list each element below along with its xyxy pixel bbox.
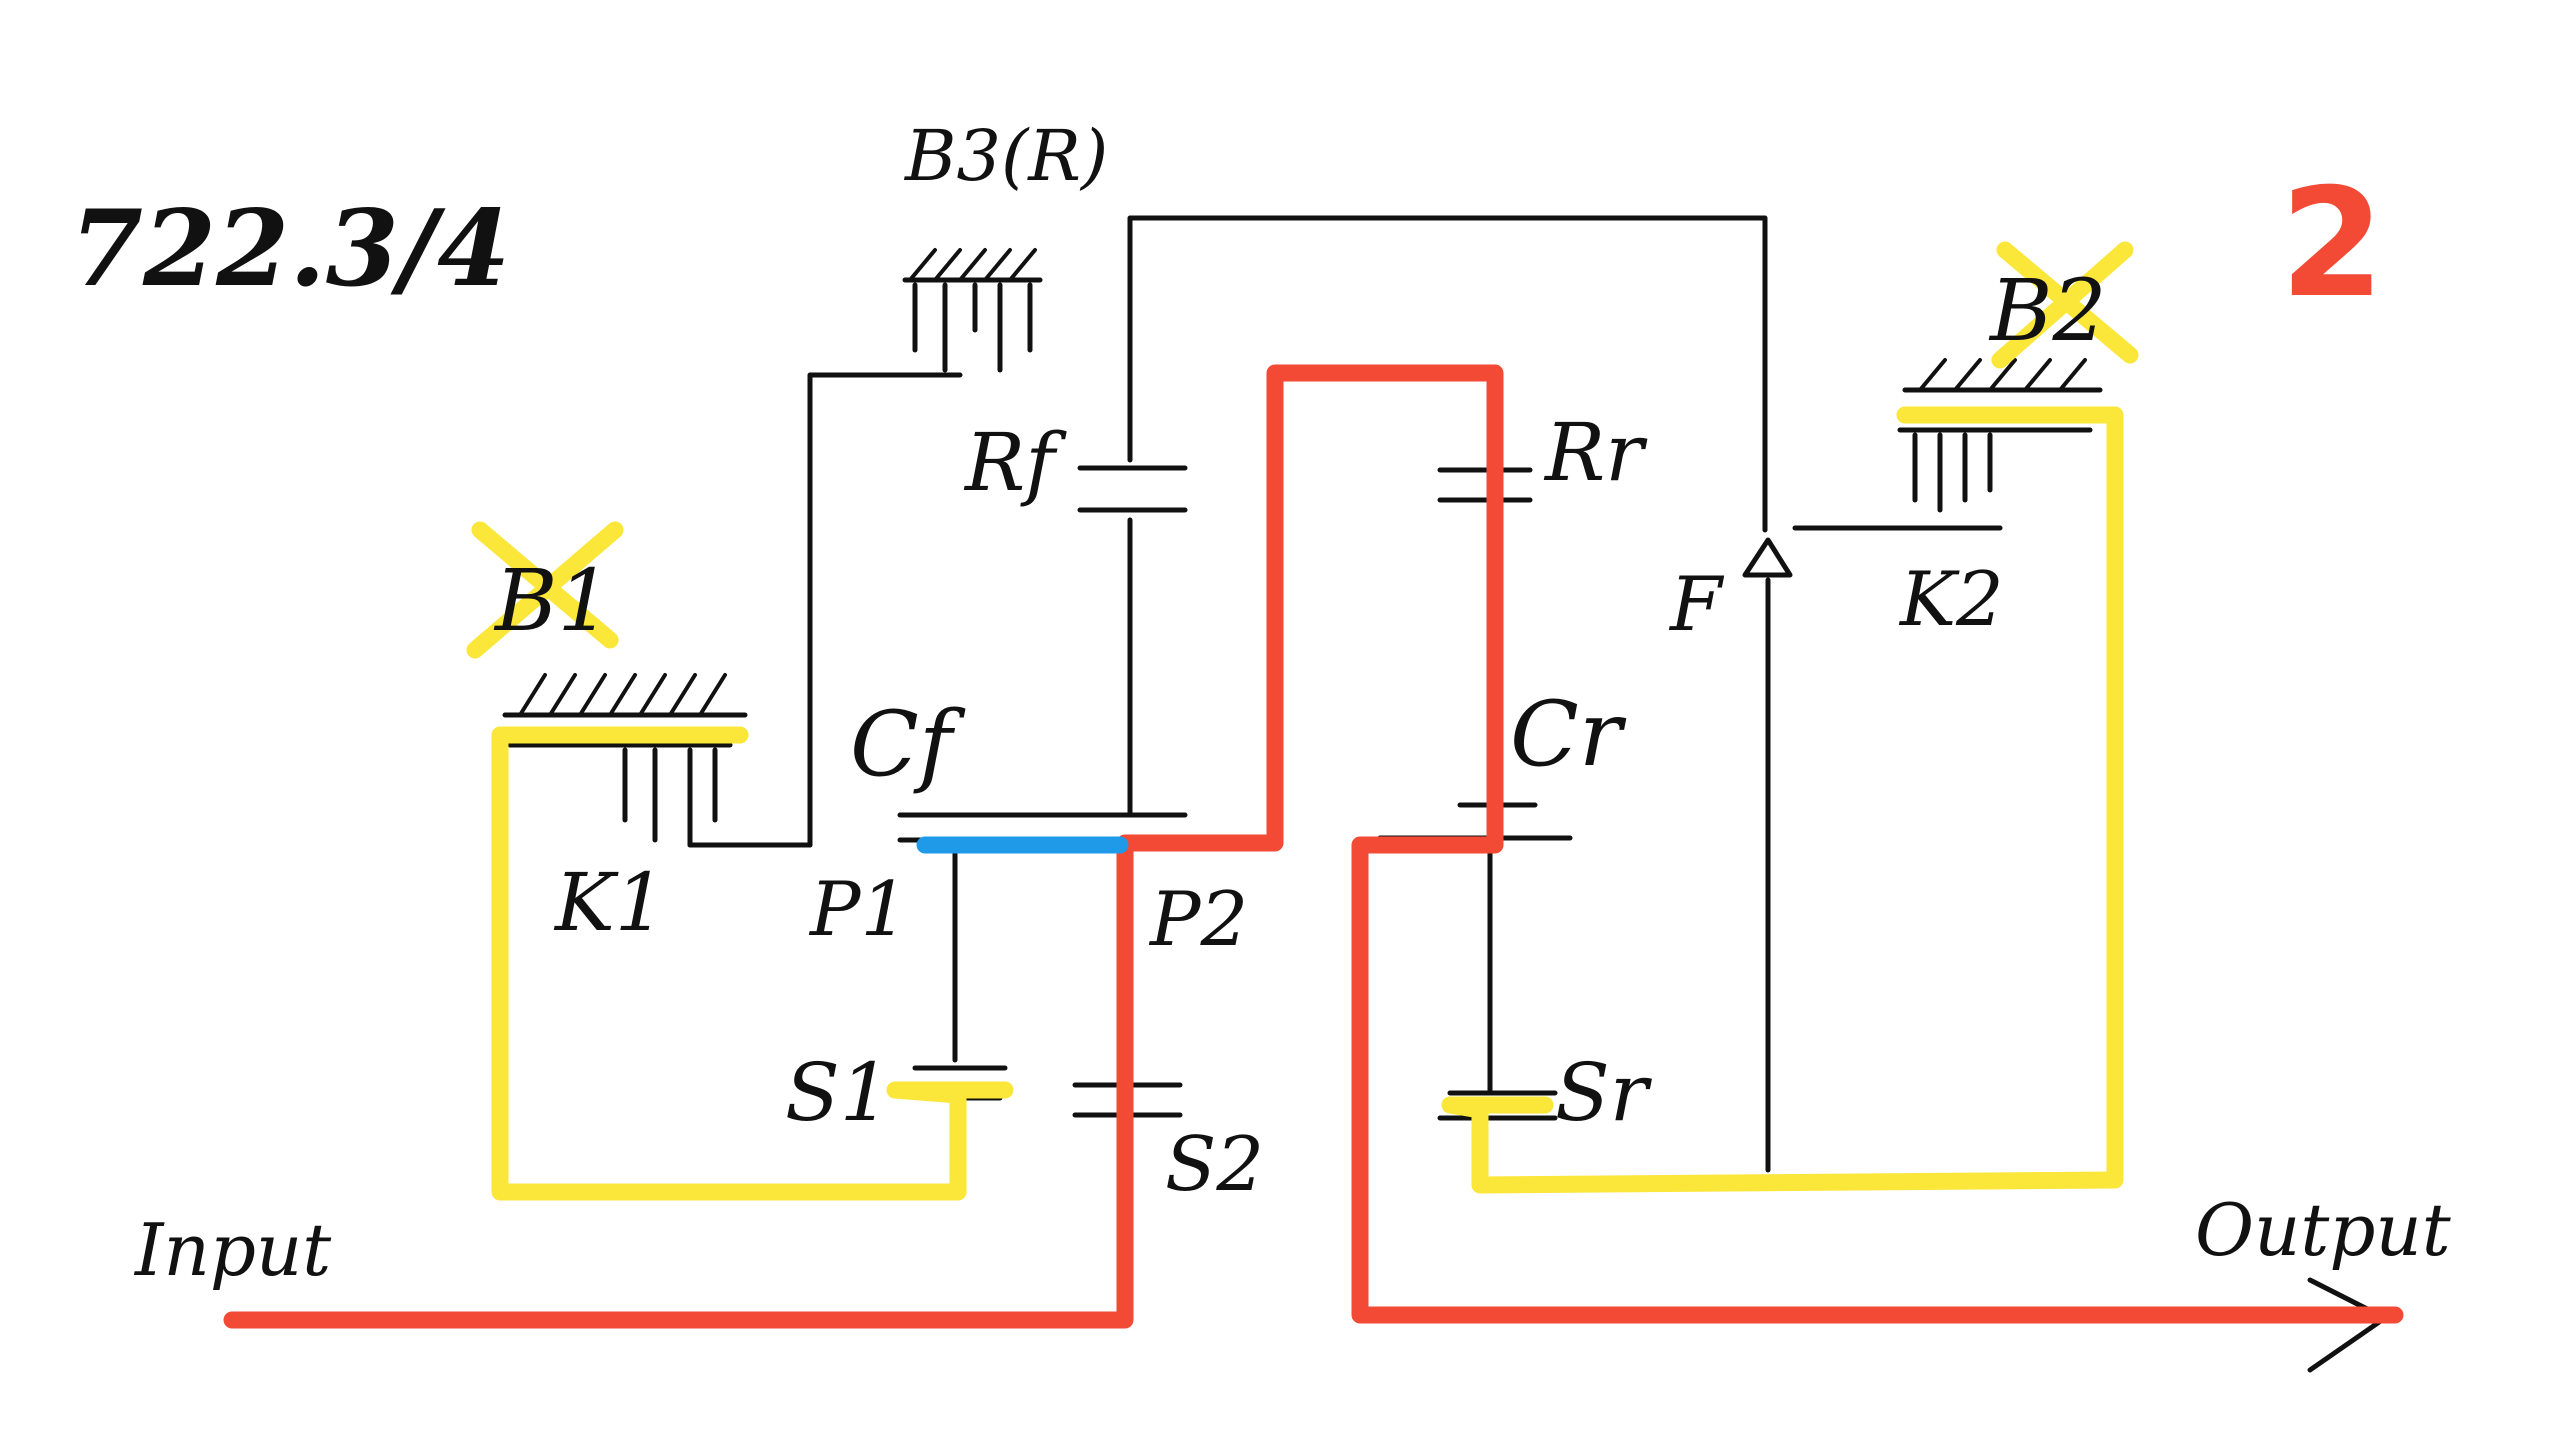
f-freewheel (1742, 525, 2003, 1173)
b1-label: B1 (493, 552, 612, 651)
held-elements-path (491, 406, 2124, 1201)
k2-clutch (1897, 358, 2103, 513)
s2-label: S2 (1165, 1120, 1264, 1208)
f-label: F (1668, 560, 1725, 648)
cf-label: Cf (850, 692, 966, 797)
k1-label: K1 (553, 856, 666, 949)
p1-label: P1 (808, 865, 908, 953)
labels: 722.3/4 2 B3(R) B1 B2 K1 K2 Rf Rr Cf Cr … (70, 115, 2452, 1292)
gear-number: 2 (2280, 157, 2384, 331)
b2-cross-mark (1991, 241, 2139, 369)
b1-cross-mark (466, 521, 624, 659)
sr-label: Sr (1555, 1046, 1653, 1139)
title-label: 722.3/4 (70, 186, 510, 310)
output-label: Output (2195, 1188, 2452, 1272)
b3-label: B3(R) (903, 115, 1108, 197)
b3-brake (902, 248, 1043, 373)
rf-label: Rf (963, 416, 1067, 509)
s1-label: S1 (785, 1046, 891, 1139)
cr-label: Cr (1510, 682, 1627, 787)
b2-label: B2 (1988, 262, 2107, 361)
input-label: Input (133, 1208, 332, 1292)
p2-label: P2 (1148, 875, 1248, 963)
rr-label: Rr (1543, 406, 1648, 499)
k2-label: K2 (1898, 555, 2004, 643)
power-flow-path (223, 364, 2404, 1329)
k1-clutch (502, 673, 748, 848)
